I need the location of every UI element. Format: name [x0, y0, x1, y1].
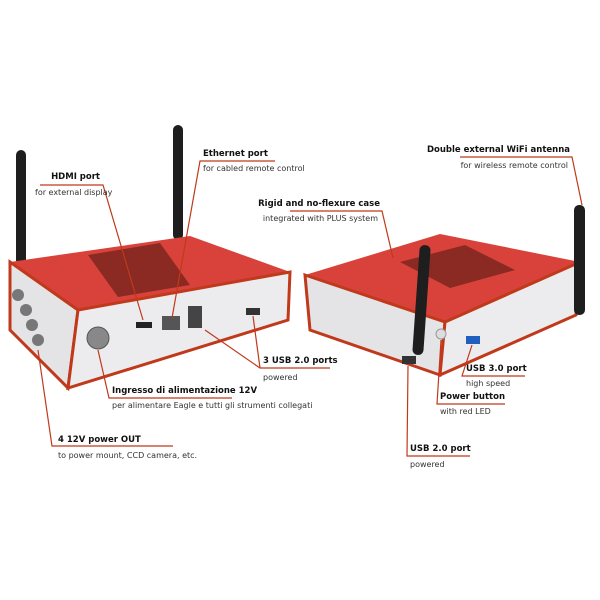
right-case-front [438, 259, 582, 378]
hdmi-title: HDMI port [51, 172, 100, 182]
power-out-title: 4 12V power OUT [58, 435, 141, 445]
usb2-right-title: USB 2.0 port [410, 444, 471, 454]
power-in-subtitle: per alimentare Eagle e tutti gli strumen… [112, 401, 313, 410]
ethernet-title: Ethernet port [203, 149, 268, 159]
antenna-left-front [173, 125, 183, 240]
right-device [303, 205, 585, 378]
power-in-connector [86, 326, 110, 350]
power-in-title: Ingresso di alimentazione 12V [112, 386, 258, 396]
power-button [435, 328, 447, 340]
usb-port-left-single [246, 308, 260, 315]
usb3-title: USB 3.0 port [466, 364, 527, 374]
power-button-subtitle: with red LED [440, 407, 491, 416]
left-vent-grille [88, 243, 190, 297]
ethernet-subtitle: for cabled remote control [203, 164, 305, 173]
usb3-subtitle: high speed [466, 379, 511, 388]
antenna-right-front [412, 245, 431, 355]
hdmi-subtitle: for external display [35, 188, 113, 197]
wifi-subtitle: for wireless remote control [460, 161, 568, 170]
usb3-port [466, 336, 480, 344]
ethernet-port [162, 316, 180, 330]
antenna-right-rear [574, 205, 585, 315]
usb-ports-left [188, 306, 202, 328]
usb2-right-subtitle: powered [410, 460, 445, 469]
left-device [8, 125, 292, 392]
case-title: Rigid and no-flexure case [258, 199, 380, 209]
usb2-port-right [402, 356, 416, 364]
usb-left-title: 3 USB 2.0 ports [263, 356, 338, 366]
hdmi-port [136, 322, 152, 328]
case-subtitle: integrated with PLUS system [262, 214, 378, 223]
power-out-subtitle: to power mount, CCD camera, etc. [58, 451, 198, 460]
leader-lines [37, 156, 583, 457]
antenna-left-rear [16, 150, 26, 265]
wifi-title: Double external WiFi antenna [426, 145, 570, 155]
power-button-title: Power button [440, 392, 505, 402]
power-out-connectors [12, 289, 44, 346]
usb-left-subtitle: powered [263, 373, 298, 382]
